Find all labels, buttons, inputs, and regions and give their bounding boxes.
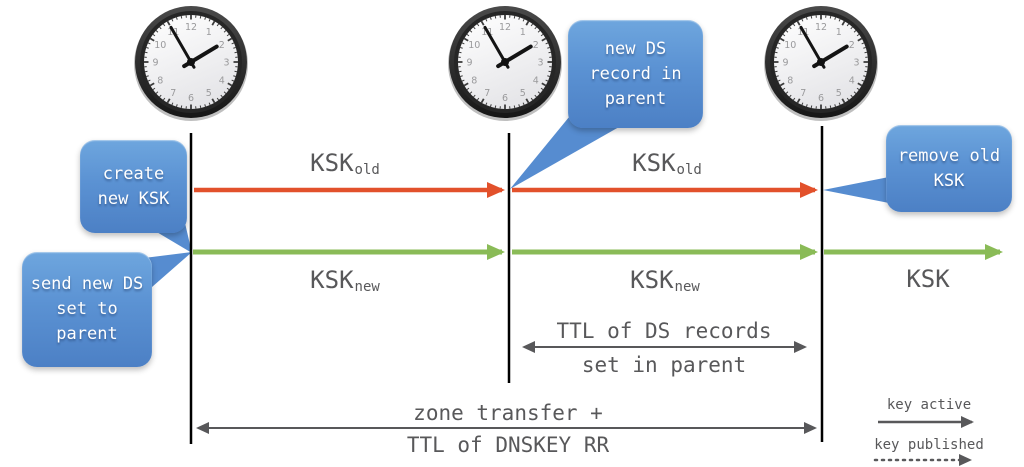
label-zone-transfer-line1: zone transfer + <box>413 401 603 425</box>
svg-text:9: 9 <box>466 58 472 69</box>
bubble-text-line: parent <box>56 324 118 344</box>
legend-key-published-label: key published <box>874 437 984 453</box>
legend-key-active-label: key active <box>886 397 972 413</box>
bubble-text-line: KSK <box>933 170 965 191</box>
speech-bubble-create-new-ksk: create new KSK <box>80 140 187 233</box>
label-zone-transfer-line2: TTL of DNSKEY RR <box>406 433 610 457</box>
svg-text:1: 1 <box>836 27 842 38</box>
svg-text:3: 3 <box>223 58 229 69</box>
label-ksk-new-1: KSKnew <box>270 267 420 300</box>
label-ksk-old-2: KSKold <box>592 150 742 183</box>
svg-text:12: 12 <box>499 22 511 33</box>
bubble-text-line: send new DS <box>30 274 144 294</box>
label-ds-ttl-line1: TTL of DS records <box>556 319 772 343</box>
svg-text:12: 12 <box>815 22 827 33</box>
ksk-base: KSK <box>632 149 676 177</box>
svg-text:12: 12 <box>185 22 197 33</box>
ksk-subscript: new <box>674 279 700 295</box>
label-ds-ttl-line2: set in parent <box>581 353 747 377</box>
svg-text:10: 10 <box>784 40 796 51</box>
ksk-base: KSK <box>906 265 950 293</box>
ksk-subscript: old <box>354 162 380 178</box>
bubble-text-line: parent <box>604 88 667 109</box>
clock-icon: 123456789101112 <box>764 6 878 121</box>
label-ksk-new-2: KSKnew <box>590 267 740 300</box>
svg-text:3: 3 <box>537 58 543 69</box>
svg-text:8: 8 <box>787 75 793 86</box>
svg-text:7: 7 <box>800 88 806 99</box>
svg-text:4: 4 <box>849 75 855 86</box>
bubble-text-line: record in <box>589 63 682 84</box>
clock-icon: 123456789101112 <box>448 6 562 121</box>
ksk-subscript: new <box>354 279 380 295</box>
clock-icon: 123456789101112 <box>134 6 248 121</box>
svg-text:4: 4 <box>219 75 225 86</box>
ksk-subscript: old <box>676 162 702 178</box>
svg-text:4: 4 <box>533 75 539 86</box>
bubble-tail-remove <box>823 177 889 203</box>
svg-text:8: 8 <box>157 75 163 86</box>
svg-text:6: 6 <box>188 93 194 104</box>
svg-text:5: 5 <box>836 88 842 99</box>
ksk-base: KSK <box>310 266 354 294</box>
label-ksk-old-1: KSKold <box>270 150 420 183</box>
bubble-text-line: create <box>102 163 165 184</box>
svg-text:2: 2 <box>849 40 855 51</box>
svg-text:1: 1 <box>520 27 526 38</box>
svg-text:10: 10 <box>468 40 480 51</box>
svg-text:5: 5 <box>520 88 526 99</box>
ksk-base: KSK <box>310 149 354 177</box>
svg-text:2: 2 <box>533 40 539 51</box>
ksk-base: KSK <box>630 266 674 294</box>
svg-text:1: 1 <box>206 27 212 38</box>
svg-text:8: 8 <box>471 75 477 86</box>
bubble-text-line: new DS <box>604 38 667 59</box>
speech-bubble-send-new-ds: send new DS set to parent <box>22 252 152 367</box>
svg-text:9: 9 <box>782 58 788 69</box>
svg-text:10: 10 <box>154 40 166 51</box>
svg-text:7: 7 <box>170 88 176 99</box>
svg-text:2: 2 <box>219 40 225 51</box>
svg-text:3: 3 <box>853 58 859 69</box>
speech-bubble-remove-old-ksk: remove old KSK <box>886 125 1012 212</box>
speech-bubble-new-ds-record: new DS record in parent <box>568 20 703 128</box>
svg-text:5: 5 <box>206 88 212 99</box>
svg-text:7: 7 <box>484 88 490 99</box>
svg-text:6: 6 <box>818 93 824 104</box>
bubble-text-line: set to <box>56 299 118 319</box>
bubble-text-line: remove old <box>897 145 1001 166</box>
svg-text:9: 9 <box>152 58 158 69</box>
label-ksk-plain: KSK <box>853 266 1003 292</box>
svg-text:6: 6 <box>502 93 508 104</box>
bubble-text-line: new KSK <box>97 188 170 209</box>
